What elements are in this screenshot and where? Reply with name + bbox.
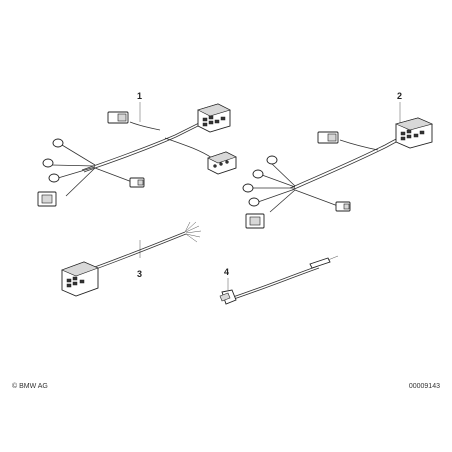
callout-2: 2 <box>397 91 402 101</box>
callout-3: 3 <box>137 269 142 279</box>
callout-4: 4 <box>224 267 229 277</box>
part-3-adapter-lead[interactable]: 3 <box>61 221 202 297</box>
callout-1: 1 <box>137 91 142 101</box>
document-number: 00009143 <box>408 383 440 390</box>
part-4-single-wire-lead[interactable]: 4 <box>219 255 339 305</box>
copyright-notice: © BMW AG <box>12 383 48 390</box>
part-1-wiring-harness[interactable]: 1 <box>37 91 237 207</box>
part-2-wiring-harness[interactable]: 2 <box>242 91 433 229</box>
